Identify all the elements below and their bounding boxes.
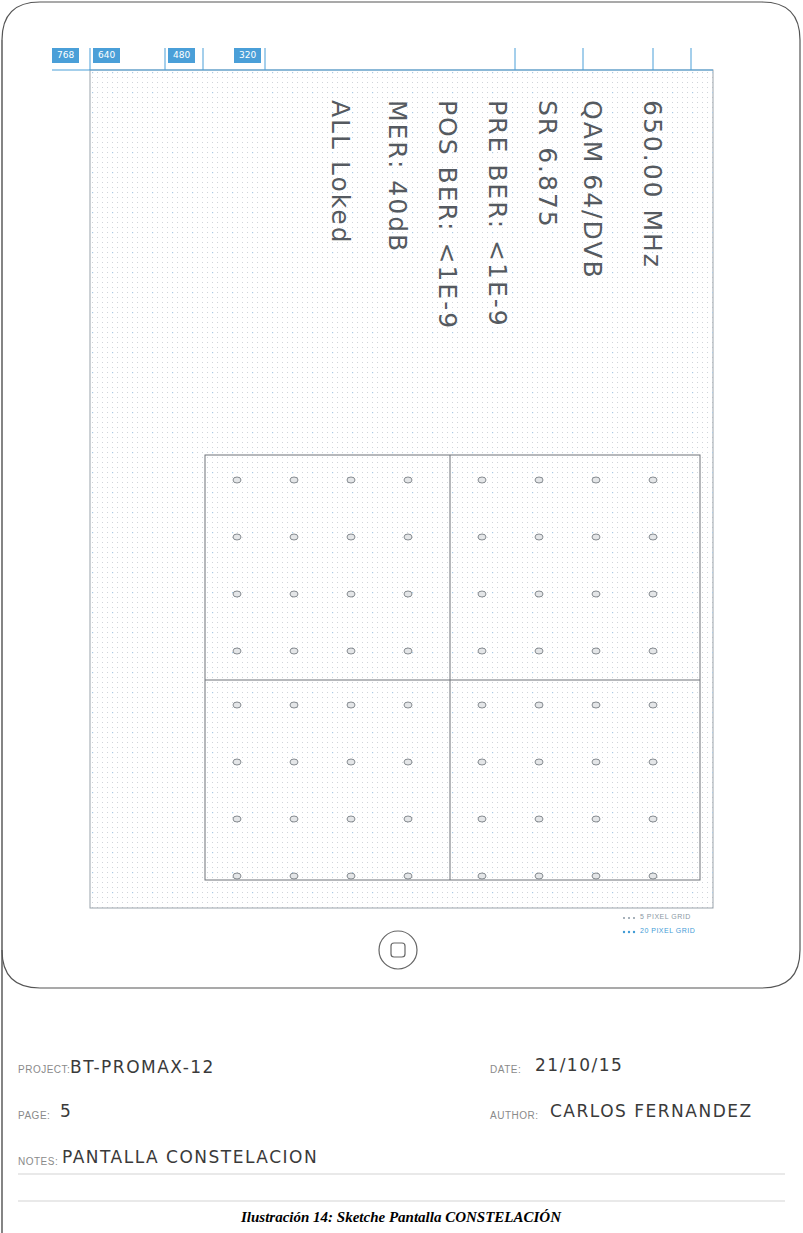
constellation-point xyxy=(592,477,600,483)
constellation-point xyxy=(233,873,241,879)
notes-lines xyxy=(18,1174,785,1201)
constellation-point xyxy=(290,759,298,765)
constellation-point xyxy=(290,477,298,483)
constellation-point xyxy=(404,591,412,597)
ruler-tag: 480 xyxy=(168,48,195,63)
form-label: AUTHOR: xyxy=(490,1110,539,1121)
constellation-point xyxy=(649,477,657,483)
grid-label: 5 PIXEL GRID xyxy=(640,913,691,920)
constellation-point xyxy=(592,534,600,540)
constellation-point xyxy=(478,591,486,597)
form-value: 21/10/15 xyxy=(535,1055,623,1075)
constellation-point xyxy=(478,873,486,879)
figure-caption: Ilustración 14: Sketche Pantalla CONSTEL… xyxy=(241,1209,561,1226)
page-border xyxy=(1,40,2,1233)
constellation-point xyxy=(535,591,543,597)
constellation-point xyxy=(478,648,486,654)
screen-grid xyxy=(90,70,713,908)
constellation-point xyxy=(535,702,543,708)
constellation-point xyxy=(649,702,657,708)
handwritten-reading: SR 6.875 xyxy=(533,100,561,229)
constellation-point xyxy=(233,816,241,822)
constellation-point xyxy=(347,648,355,654)
constellation-point xyxy=(649,648,657,654)
constellation-point xyxy=(535,759,543,765)
ruler-tag: 640 xyxy=(93,48,120,63)
constellation-point xyxy=(592,759,600,765)
constellation-point xyxy=(233,591,241,597)
constellation-point xyxy=(233,759,241,765)
constellation-point xyxy=(478,702,486,708)
form-label: DATE: xyxy=(490,1064,521,1075)
ruler-line xyxy=(52,70,713,71)
constellation-point xyxy=(592,816,600,822)
constellation-point xyxy=(233,534,241,540)
constellation-point xyxy=(535,534,543,540)
constellation-point xyxy=(347,873,355,879)
constellation-point xyxy=(290,873,298,879)
constellation-point xyxy=(347,816,355,822)
ruler-tag: 320 xyxy=(234,48,261,63)
home-button xyxy=(379,931,417,969)
constellation-point xyxy=(649,591,657,597)
constellation-point xyxy=(649,873,657,879)
constellation-point xyxy=(649,534,657,540)
constellation-points xyxy=(233,477,657,879)
constellation-point xyxy=(404,702,412,708)
form-value: 5 xyxy=(60,1101,72,1121)
handwritten-reading: PRE BER: <1E-9 xyxy=(483,100,511,328)
form-value: CARLOS FERNANDEZ xyxy=(550,1101,753,1121)
constellation-point xyxy=(233,648,241,654)
constellation-point xyxy=(347,591,355,597)
constellation-point xyxy=(592,873,600,879)
tablet-outline xyxy=(2,2,800,988)
constellation-point xyxy=(347,477,355,483)
form-label: PAGE: xyxy=(18,1110,50,1121)
constellation-point xyxy=(404,873,412,879)
ruler-ticks xyxy=(90,48,691,70)
constellation-point xyxy=(535,477,543,483)
constellation-point xyxy=(290,702,298,708)
handwritten-reading: QAM 64/DVB xyxy=(578,100,606,280)
handwritten-reading: POS BER: <1E-9 xyxy=(433,100,461,330)
constellation-point xyxy=(347,702,355,708)
constellation-point xyxy=(649,759,657,765)
grid-label: 20 PIXEL GRID xyxy=(640,927,695,934)
constellation-point xyxy=(404,816,412,822)
constellation-point xyxy=(535,816,543,822)
ruler-tag: 768 xyxy=(52,48,79,63)
constellation-point xyxy=(404,648,412,654)
handwritten-reading: MER: 40dB xyxy=(383,100,411,253)
form-value: PANTALLA CONSTELACION xyxy=(62,1147,318,1167)
constellation-point xyxy=(592,702,600,708)
constellation-point xyxy=(478,816,486,822)
constellation-point xyxy=(290,591,298,597)
constellation-point xyxy=(478,477,486,483)
constellation-point xyxy=(290,648,298,654)
handwritten-reading: 650.00 MHz xyxy=(638,100,666,269)
constellation-point xyxy=(347,534,355,540)
constellation-frame xyxy=(205,455,700,880)
constellation-point xyxy=(478,534,486,540)
grid-markers xyxy=(623,917,635,933)
constellation-point xyxy=(290,534,298,540)
form-value: BT-PROMAX-12 xyxy=(70,1057,215,1077)
form-label: PROJECT: xyxy=(18,1064,70,1075)
constellation-point xyxy=(404,534,412,540)
constellation-point xyxy=(404,477,412,483)
constellation-point xyxy=(233,477,241,483)
form-label: NOTES: xyxy=(18,1156,58,1167)
screen-area xyxy=(90,70,713,908)
constellation-point xyxy=(478,759,486,765)
constellation-point xyxy=(233,702,241,708)
constellation-point xyxy=(649,816,657,822)
constellation-point xyxy=(347,759,355,765)
constellation-point xyxy=(592,648,600,654)
handwritten-reading: ALL Loked xyxy=(326,100,354,245)
constellation-point xyxy=(290,816,298,822)
constellation-point xyxy=(535,873,543,879)
constellation-point xyxy=(535,648,543,654)
constellation-point xyxy=(592,591,600,597)
constellation-point xyxy=(404,759,412,765)
